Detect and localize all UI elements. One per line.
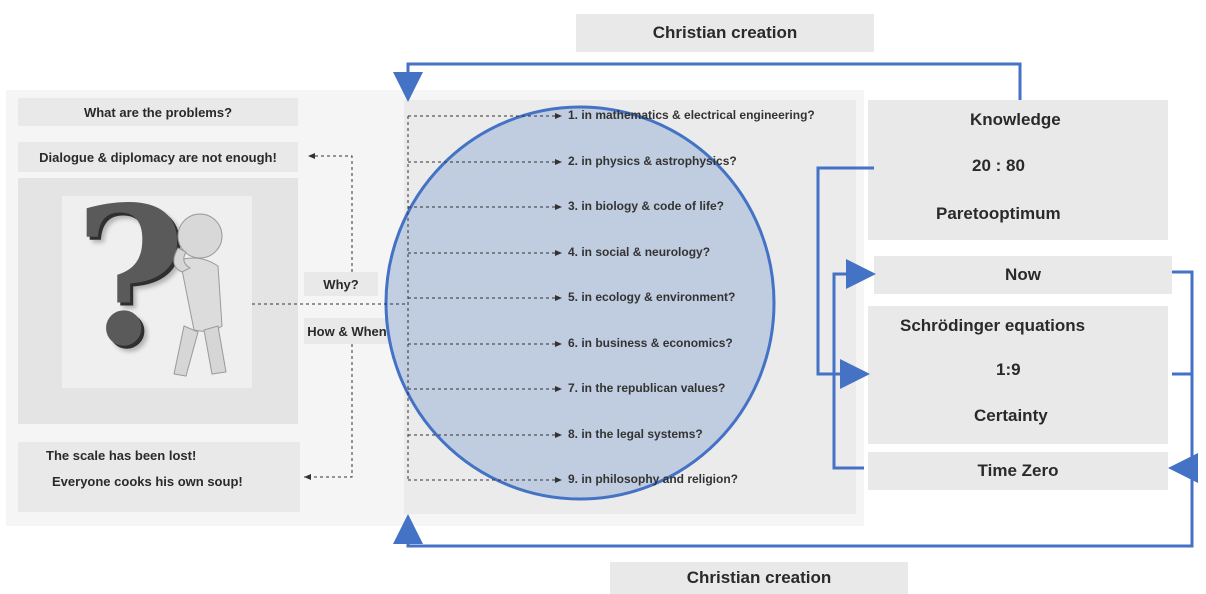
dialogue-box: Dialogue & diplomacy are not enough! xyxy=(18,142,298,172)
now-to-timezero-arrow xyxy=(1168,270,1198,483)
paretooptimum-label: Paretooptimum xyxy=(936,204,1061,223)
timezero-to-now-arrow xyxy=(832,259,876,470)
now-label: Now xyxy=(1005,265,1041,284)
question-item: 8. in the legal systems? xyxy=(568,427,703,441)
question-item: 7. in the republican values? xyxy=(568,381,726,395)
certainty-label: Certainty xyxy=(974,406,1048,425)
now-box: Now xyxy=(874,256,1172,294)
problems-box: What are the problems? xyxy=(18,98,298,126)
dialogue-label: Dialogue & diplomacy are not enough! xyxy=(39,149,277,165)
how-box: How & When xyxy=(304,318,390,344)
question-item: 9. in philosophy and religion? xyxy=(568,472,739,486)
bottom-title-box: Christian creation xyxy=(610,562,908,594)
question-item: 2. in physics & astrophysics? xyxy=(568,154,737,168)
ratio-20-80-label: 20 : 80 xyxy=(972,156,1025,175)
thinking-person-icon xyxy=(173,213,227,377)
why-box: Why? xyxy=(304,272,378,296)
problems-label: What are the problems? xyxy=(83,104,233,120)
time-zero-box: Time Zero xyxy=(868,452,1168,490)
how-label: How & When xyxy=(307,323,387,339)
knowledge-to-ratio-arrow xyxy=(816,166,874,389)
top-feedback-arrow xyxy=(393,62,1022,102)
bottom-feedback-arrow xyxy=(393,372,1194,548)
knowledge-box: Knowledge 20 : 80 Paretooptimum xyxy=(868,100,1168,240)
question-connectors xyxy=(408,113,562,483)
why-label: Why? xyxy=(323,276,359,292)
bottom-title: Christian creation xyxy=(686,568,832,587)
schrodinger-box: Schrödinger equations 1:9 Certainty xyxy=(868,306,1168,444)
question-mark-figure-image: ? xyxy=(62,182,252,388)
scale-line-2: Everyone cooks his own soup! xyxy=(52,474,243,489)
question-item: 6. in business & economics? xyxy=(568,336,733,350)
top-title-box: Christian creation xyxy=(576,14,874,52)
question-mark-icon: ? xyxy=(74,165,186,388)
question-item: 5. in ecology & environment? xyxy=(568,290,736,304)
ratio-1-9-label: 1:9 xyxy=(996,360,1021,379)
time-zero-label: Time Zero xyxy=(977,461,1059,480)
top-title: Christian creation xyxy=(652,23,798,42)
scale-box: The scale has been lost! Everyone cooks … xyxy=(18,442,300,512)
scale-line-1: The scale has been lost! xyxy=(46,448,197,463)
focus-circle xyxy=(384,105,776,501)
schrodinger-label: Schrödinger equations xyxy=(900,316,1086,335)
question-item: 3. in biology & code of life? xyxy=(568,199,725,213)
knowledge-label: Knowledge xyxy=(970,110,1061,129)
question-item: 1. in mathematics & electrical engineeri… xyxy=(568,108,815,122)
question-item: 4. in social & neurology? xyxy=(568,245,711,259)
